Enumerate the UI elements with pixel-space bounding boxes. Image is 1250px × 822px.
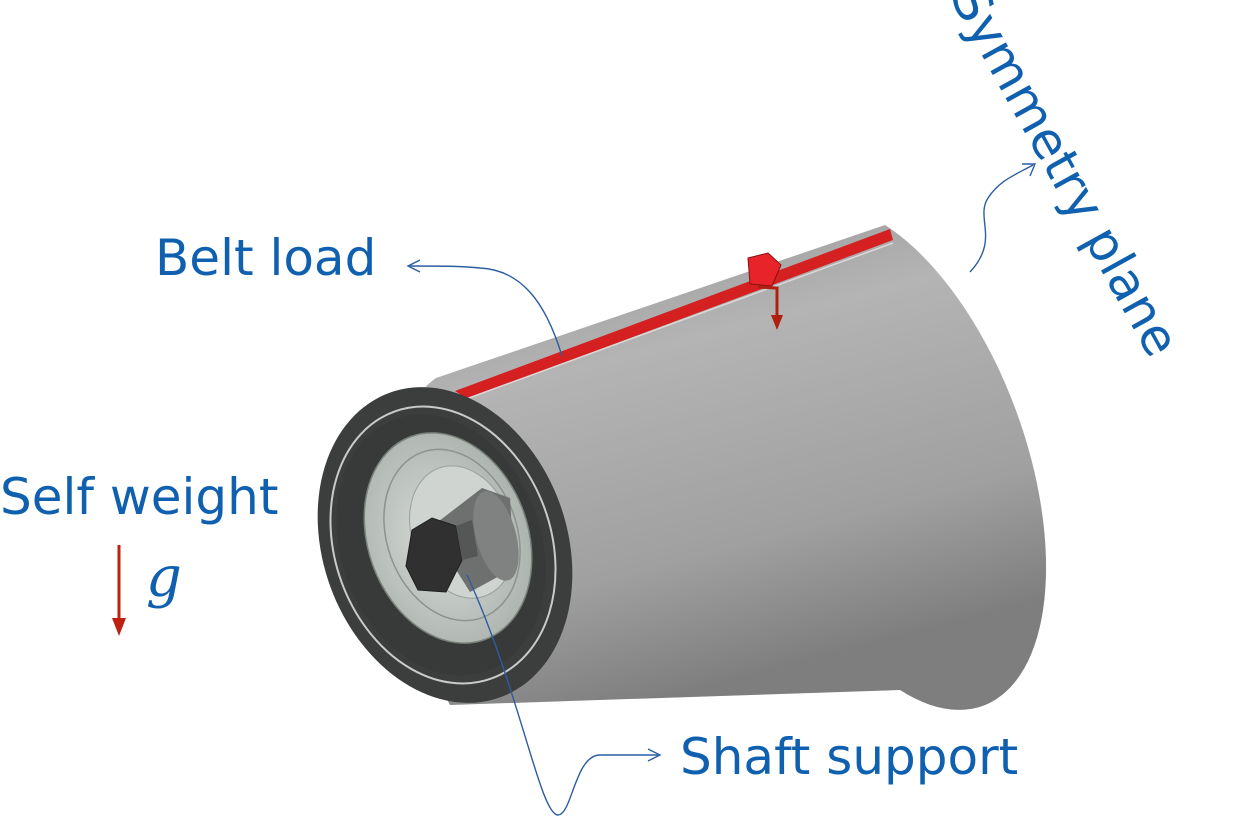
stripe-edge xyxy=(457,242,894,403)
symmetry-leader-arrowhead xyxy=(1022,163,1037,177)
self-weight-label: Self weight xyxy=(0,468,278,526)
belt-load-stripe xyxy=(455,229,893,399)
belt-load-label: Belt load xyxy=(155,229,376,287)
load-marker xyxy=(747,252,782,287)
shaft-support-leader xyxy=(466,574,658,816)
end-face-groove xyxy=(329,405,557,685)
belt-load-leader-arrowhead xyxy=(406,259,421,273)
gravity-arrow-head xyxy=(112,618,126,636)
shaft-hex-side xyxy=(456,520,478,560)
symmetry-plane-label: Symmetry plane xyxy=(940,0,1191,366)
shaft-support-label: Shaft support xyxy=(680,728,1018,786)
belt-load-leader xyxy=(409,265,563,357)
load-arrow-shaft xyxy=(757,285,779,318)
shaft-collar xyxy=(473,491,519,581)
gravity-symbol: g xyxy=(146,545,182,610)
bore-inner-ring xyxy=(383,448,521,622)
load-arrow-head xyxy=(771,315,783,330)
shaft-support-leader-arrowhead xyxy=(647,748,662,762)
shaft-hex-end xyxy=(405,517,463,593)
symmetry-leader xyxy=(969,164,1034,273)
